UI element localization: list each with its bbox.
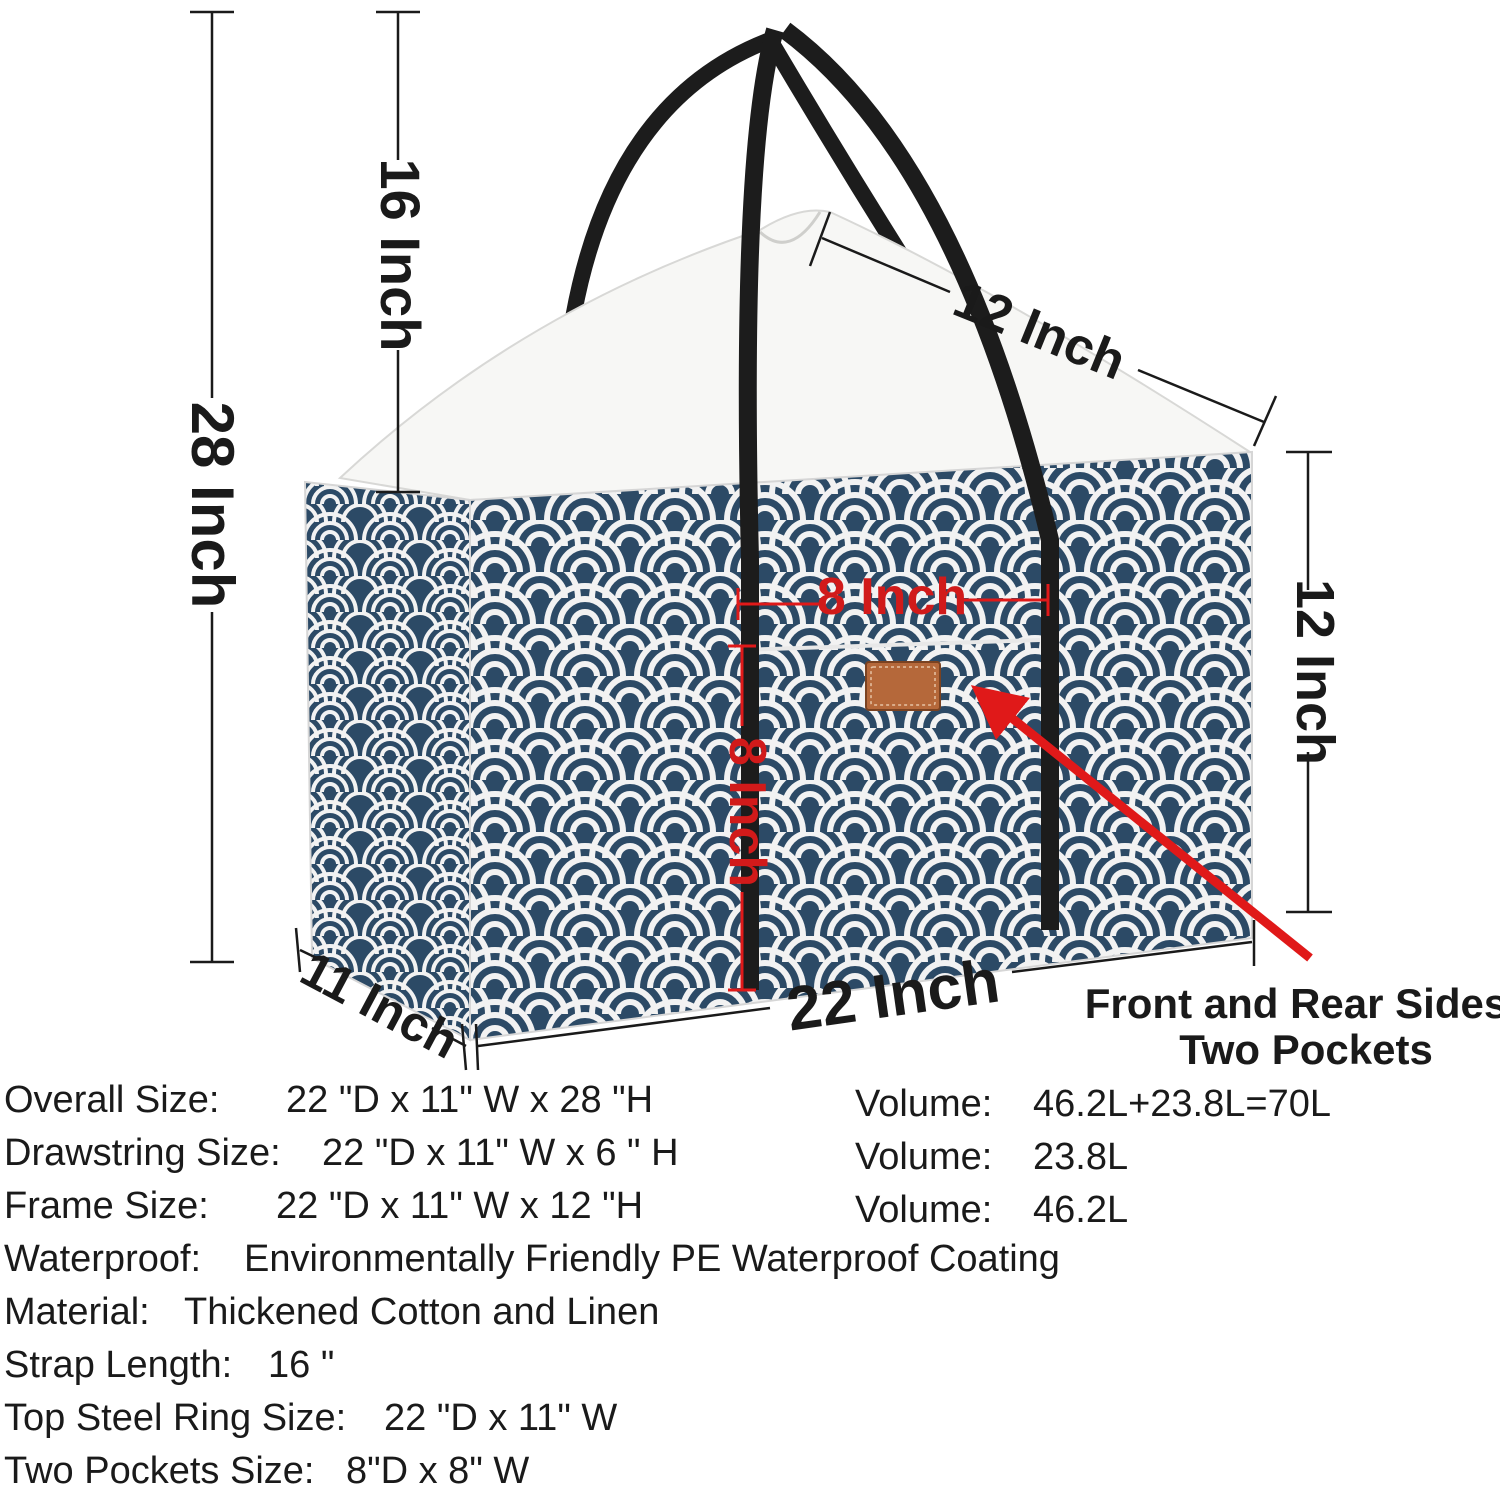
spec-label: Waterproof:: [4, 1238, 202, 1280]
dim-line-bottom-length-right: [1011, 940, 1253, 974]
spec-value: Environmentally Friendly PE Waterproof C…: [244, 1238, 1060, 1280]
front-strap-right: [779, 22, 1059, 930]
volume-frame: Volume: 46.2L: [855, 1184, 1475, 1237]
spec-drawstring-size: Drawstring Size: 22 "D x 11" W x 6 " H: [4, 1127, 844, 1180]
leather-tag-stitch: [870, 666, 936, 706]
volume-total: Volume: 46.2L+23.8L=70L: [855, 1078, 1475, 1131]
label-pocket-height: 8 Inch: [718, 737, 776, 887]
dim-tick-length-left: [474, 1023, 480, 1071]
volume-label: Volume:: [855, 1083, 993, 1125]
dim-line-drawstring-depth: [821, 236, 951, 294]
spec-value: 22 "D x 11" W x 28 "H: [286, 1079, 654, 1121]
dim-line-bottom-width: [299, 948, 326, 964]
spec-waterproof: Waterproof: Environmentally Friendly PE W…: [4, 1233, 1060, 1286]
spec-label: Two Pockets Size:: [4, 1450, 315, 1492]
callout-text-line-2: Two Pockets: [1179, 1026, 1433, 1073]
bag-dimension-diagram: 28 Inch 16 Inch 12 Inch 12 Inch 8 Inch 8…: [179, 10, 1500, 1073]
spec-label: Top Steel Ring Size:: [4, 1397, 347, 1439]
label-drawstring-height: 16 Inch: [369, 159, 432, 352]
drawstring-fold: [758, 211, 822, 244]
dim-line-bottom-length: [477, 1006, 771, 1048]
spec-label: Overall Size:: [4, 1079, 220, 1121]
spec-top-ring-size: Top Steel Ring Size: 22 "D x 11" W: [4, 1392, 844, 1445]
spec-value: 8"D x 8" W: [346, 1450, 530, 1492]
spec-label: Material:: [4, 1291, 150, 1333]
pocket-callout-arrow: [970, 685, 1313, 962]
callout-text-line-1: Front and Rear Sides: [1085, 980, 1500, 1027]
spec-material: Material: Thickened Cotton and Linen: [4, 1286, 844, 1339]
dim-line-bottom-width-lower: [431, 1026, 467, 1048]
front-strap-left: [738, 27, 784, 990]
dim-tick-depth-bottom: [1252, 395, 1278, 447]
spec-strap-length: Strap Length: 16 ": [4, 1339, 844, 1392]
spec-overall-size: Overall Size: 22 "D x 11" W x 28 "H: [4, 1074, 844, 1127]
volume-list: Volume: 46.2L+23.8L=70L Volume: 23.8L Volu…: [855, 1078, 1475, 1237]
volume-label: Volume:: [855, 1136, 993, 1178]
volume-value: 23.8L: [1033, 1136, 1129, 1178]
label-overall-height: 28 Inch: [179, 402, 246, 609]
spec-label: Drawstring Size:: [4, 1132, 281, 1174]
spec-value: 16 ": [268, 1344, 335, 1386]
volume-drawstring: Volume: 23.8L: [855, 1131, 1475, 1184]
spec-list: Overall Size: 22 "D x 11" W x 28 "H Draws…: [4, 1074, 1060, 1498]
volume-value: 46.2L+23.8L=70L: [1033, 1083, 1331, 1125]
spec-frame-size: Frame Size: 22 "D x 11" W x 12 "H: [4, 1180, 844, 1233]
label-pocket-width: 8 Inch: [817, 568, 967, 626]
dim-tick-width-left: [294, 927, 302, 973]
spec-label: Strap Length:: [4, 1344, 233, 1386]
spec-value: 22 "D x 11" W x 12 "H: [276, 1185, 644, 1227]
volume-value: 46.2L: [1033, 1189, 1129, 1231]
spec-label: Frame Size:: [4, 1185, 209, 1227]
bag-front-panel: [469, 450, 1253, 1042]
spec-value: Thickened Cotton and Linen: [184, 1291, 660, 1333]
spec-value: 22 "D x 11" W x 6 " H: [322, 1132, 679, 1174]
dim-line-drawstring-depth-lower: [1137, 368, 1265, 424]
label-frame-height: 12 Inch: [1285, 579, 1345, 765]
spec-value: 22 "D x 11" W: [384, 1397, 618, 1439]
dim-tick-depth-top: [808, 211, 832, 267]
dim-tick-width-right: [460, 1023, 468, 1071]
volume-label: Volume:: [855, 1189, 993, 1231]
leather-tag: [865, 661, 941, 711]
front-pocket-edge: [739, 638, 1041, 652]
spec-pocket-size: Two Pockets Size: 8"D x 8" W: [4, 1445, 844, 1498]
